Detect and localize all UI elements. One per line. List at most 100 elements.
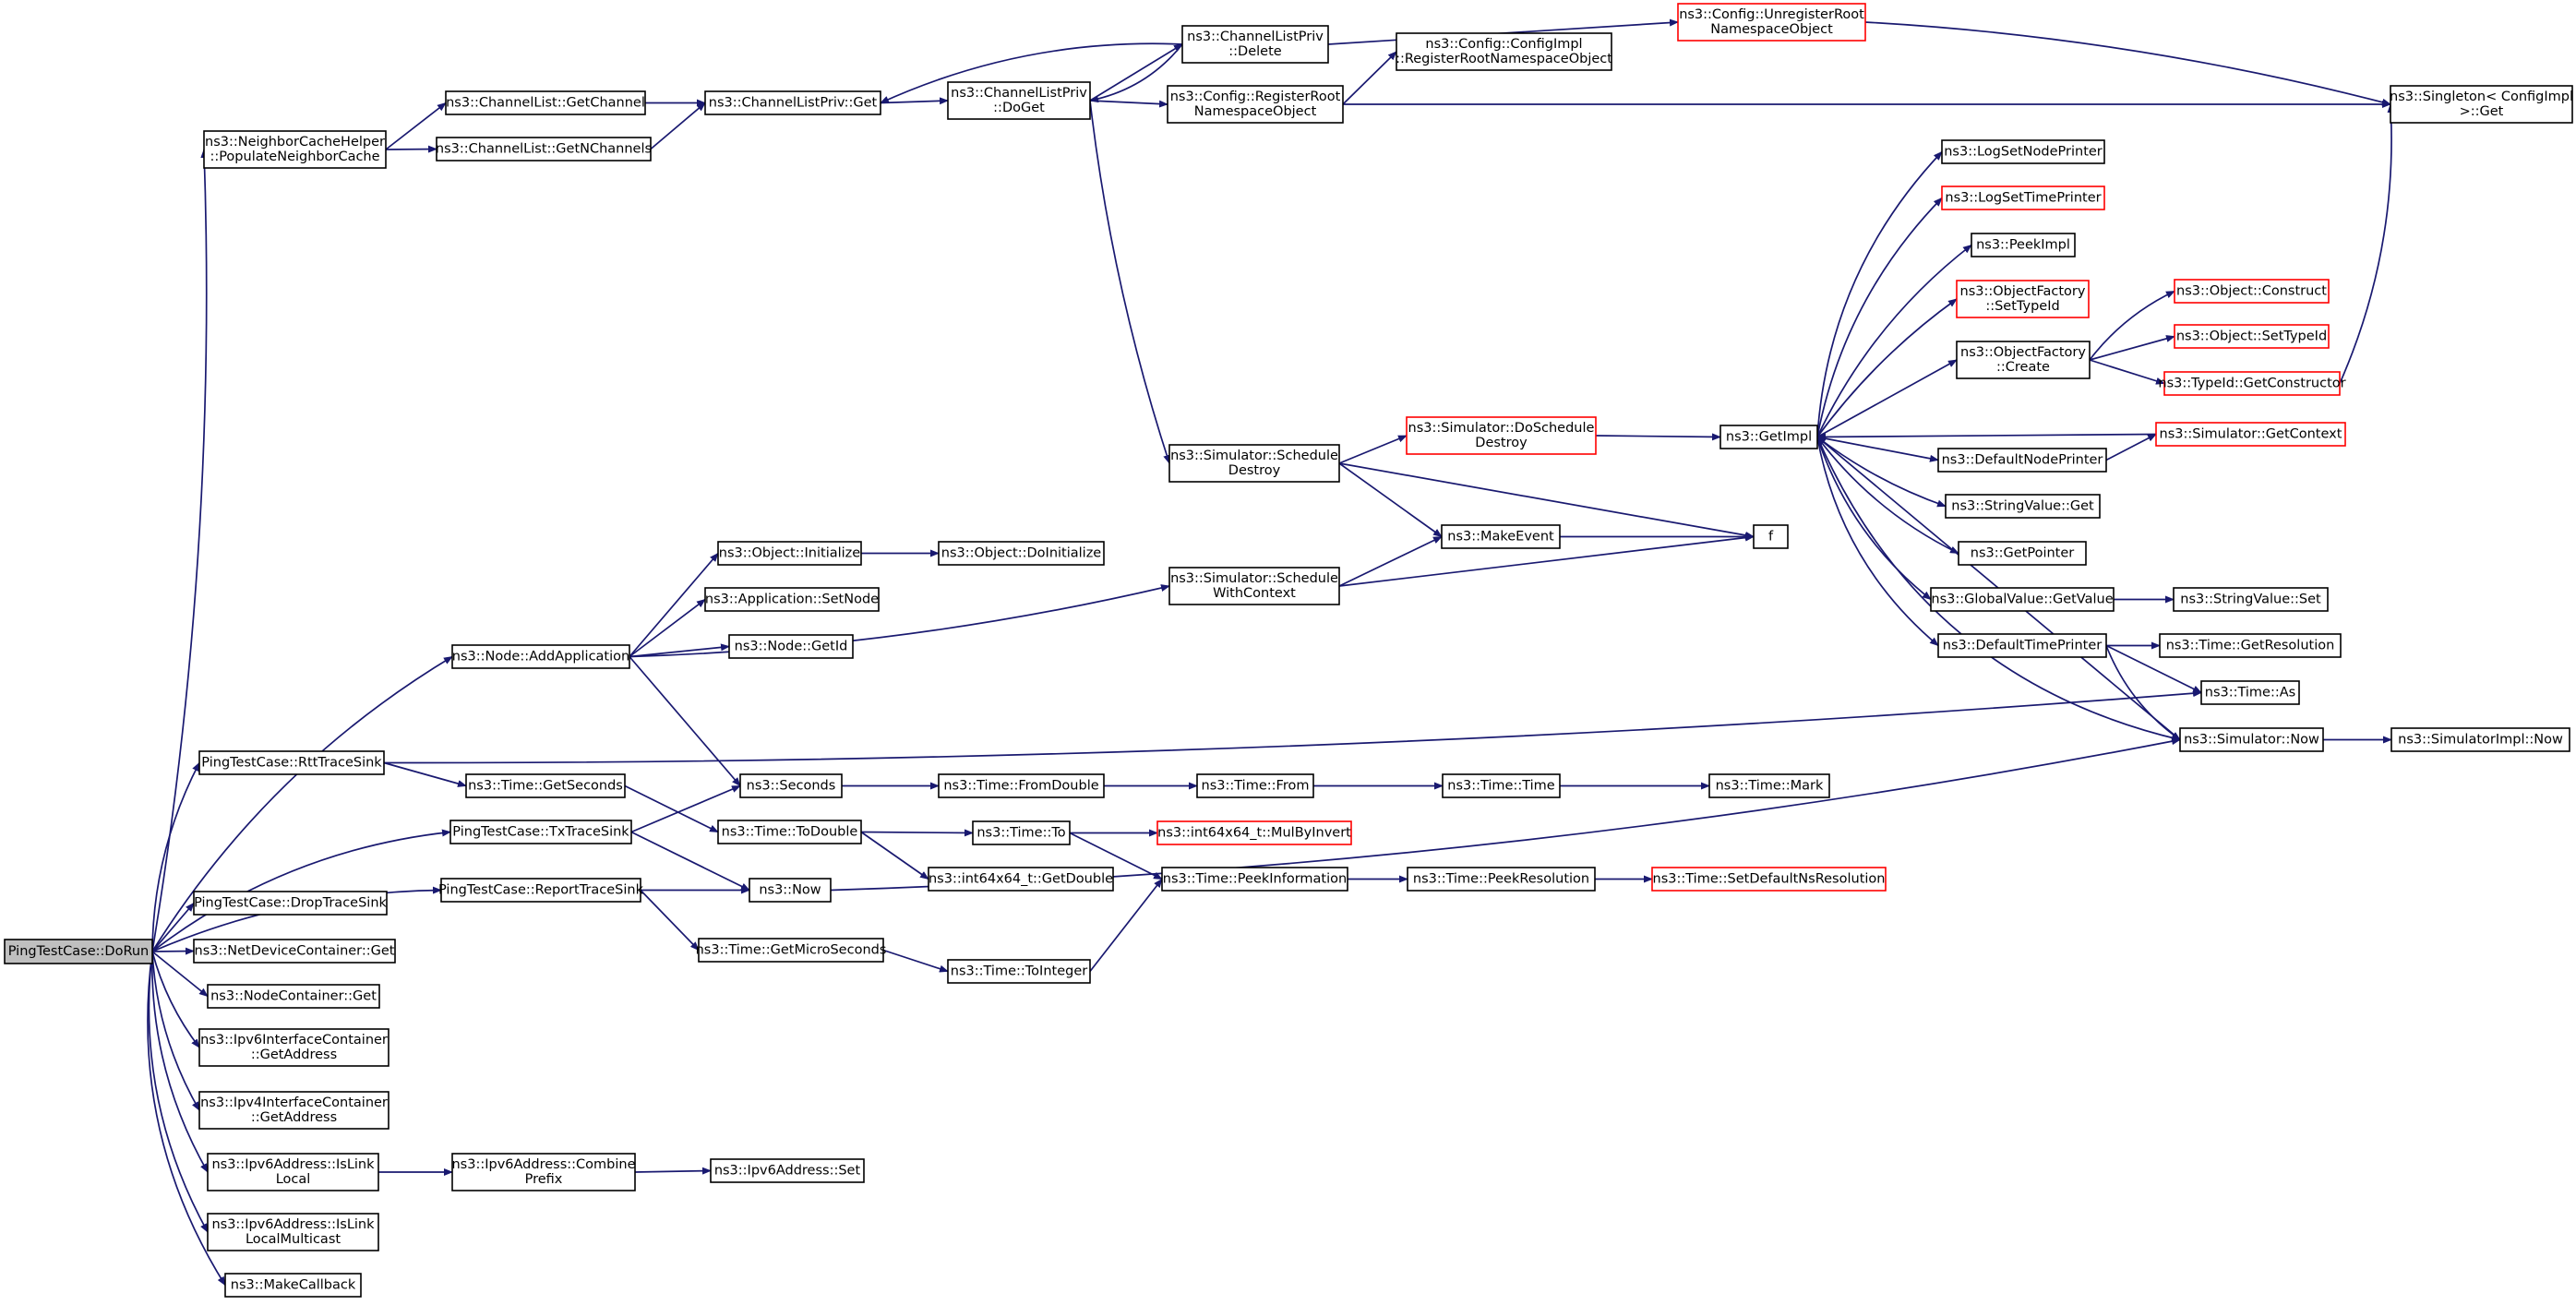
function-node-getDouble[interactable]: ns3::int64x64_t::GetDouble	[928, 867, 1114, 892]
function-node-f[interactable]: f	[1753, 524, 1789, 549]
function-node-ofSetTypeId[interactable]: ns3::ObjectFactory::SetTypeId	[1956, 280, 2090, 318]
function-node-cfgImplRegister[interactable]: ns3::Config::ConfigImpl::RegisterRootNam…	[1396, 32, 1612, 71]
function-node-clGetNChannels[interactable]: ns3::ChannelList::GetNChannels	[436, 137, 652, 162]
function-node-peekInformation[interactable]: ns3::Time::PeekInformation	[1161, 867, 1348, 892]
function-node-logSetTime[interactable]: ns3::LogSetTimePrinter	[1941, 186, 2105, 210]
function-node-makeCallback[interactable]: ns3::MakeCallback	[224, 1273, 362, 1298]
function-node-timeFromDouble[interactable]: ns3::Time::FromDouble	[938, 773, 1105, 798]
function-node-defTimePrinter[interactable]: ns3::DefaultTimePrinter	[1937, 633, 2107, 658]
function-node-label: ns3::ChannelList::GetNChannels	[436, 142, 652, 157]
function-node-peekResolution[interactable]: ns3::Time::PeekResolution	[1407, 867, 1596, 892]
function-node-cfgRegister[interactable]: ns3::Config::RegisterRootNamespaceObject	[1167, 85, 1344, 124]
function-node-objInitialize[interactable]: ns3::Object::Initialize	[717, 541, 862, 566]
function-node-ipv6IfcGetAddr[interactable]: ns3::Ipv6InterfaceContainer::GetAddress	[198, 1028, 389, 1067]
function-node-ndcGet[interactable]: ns3::NetDeviceContainer::Get	[193, 939, 396, 964]
function-node-mulByInvert[interactable]: ns3::int64x64_t::MulByInvert	[1156, 820, 1352, 845]
function-node-simNow[interactable]: ns3::Simulator::Now	[2179, 727, 2324, 752]
function-node-cfgUnregister[interactable]: ns3::Config::UnregisterRootNamespaceObje…	[1677, 3, 1866, 42]
function-node-stringValueSet[interactable]: ns3::StringValue::Set	[2173, 587, 2329, 612]
function-node-populateNC[interactable]: ns3::NeighborCacheHelper::PopulateNeighb…	[203, 130, 387, 169]
call-edge-defNodePrinter-to-simGetContext	[2105, 433, 2157, 461]
function-node-box	[1161, 867, 1348, 892]
function-node-box	[1941, 139, 2105, 164]
function-node-box	[938, 541, 1105, 566]
function-node-timeTo[interactable]: ns3::Time::To	[972, 820, 1071, 845]
function-node-label: ns3::Simulator::Now	[2184, 733, 2319, 748]
call-edge-cfgRegister-to-cfgImplRegister	[1342, 51, 1397, 105]
function-node-timeTime[interactable]: ns3::Time::Time	[1442, 773, 1561, 798]
function-node-box	[1956, 280, 2090, 318]
function-node-peekImpl[interactable]: ns3::PeekImpl	[1971, 233, 2076, 257]
function-node-label: ns3::ChannelList::GetChannel	[446, 96, 645, 111]
function-node-label: WithContext	[1213, 586, 1296, 601]
function-node-box	[193, 891, 388, 916]
function-node-logSetNode[interactable]: ns3::LogSetNodePrinter	[1941, 139, 2105, 164]
function-node-timeFrom[interactable]: ns3::Time::From	[1196, 773, 1314, 798]
call-edge-dorun-to-ipv4IfcGetAddr	[151, 951, 200, 1111]
call-edge-dorun-to-ipv6IfcGetAddr	[151, 951, 200, 1048]
function-node-ipv6Set[interactable]: ns3::Ipv6Address::Set	[710, 1158, 865, 1183]
function-node-timeToDouble[interactable]: ns3::Time::ToDouble	[717, 820, 862, 844]
function-node-objConstruct[interactable]: ns3::Object::Construct	[2174, 279, 2330, 304]
function-node-timeGetResolution[interactable]: ns3::Time::GetResolution	[2159, 633, 2342, 658]
function-node-rttTraceSink[interactable]: PingTestCase::RttTraceSink	[198, 750, 385, 775]
function-node-dorun[interactable]: PingTestCase::DoRun	[4, 939, 153, 964]
function-node-dropTraceSink[interactable]: PingTestCase::DropTraceSink	[193, 891, 388, 916]
call-edge-dorun-to-nodeAddApp	[151, 655, 453, 952]
function-node-label: ns3::Node::AddApplication	[452, 650, 629, 664]
function-node-clpDoGet[interactable]: ns3::ChannelListPriv::DoGet	[947, 81, 1091, 120]
function-node-txTraceSink[interactable]: PingTestCase::TxTraceSink	[449, 820, 632, 844]
function-node-now[interactable]: ns3::Now	[749, 878, 832, 903]
function-node-appSetNode[interactable]: ns3::Application::SetNode	[704, 587, 880, 612]
function-node-objDoInitialize[interactable]: ns3::Object::DoInitialize	[938, 541, 1105, 566]
function-node-clpGet[interactable]: ns3::ChannelListPriv::Get	[704, 90, 881, 115]
function-node-box	[207, 984, 380, 1009]
function-node-objSetTypeId[interactable]: ns3::Object::SetTypeId	[2174, 324, 2330, 349]
function-node-timeMark[interactable]: ns3::Time::Mark	[1708, 773, 1830, 798]
function-node-toInteger[interactable]: ns3::Time::ToInteger	[947, 959, 1091, 984]
function-node-label: ns3::ChannelListPriv	[1187, 30, 1324, 44]
function-node-defNodePrinter[interactable]: ns3::DefaultNodePrinter	[1937, 448, 2107, 473]
function-node-singletonGet[interactable]: ns3::Singleton< ConfigImpl>::Get	[2390, 85, 2573, 124]
function-node-label: ::GetAddress	[251, 1048, 337, 1062]
function-node-box	[2174, 324, 2330, 349]
call-edge-simGetContext-to-getImpl	[1816, 433, 2157, 441]
function-node-label: f	[1768, 530, 1774, 545]
function-node-label: ::RegisterRootNamespaceObject	[1396, 52, 1612, 66]
call-edge-ofCreate-to-objConstruct	[2089, 290, 2175, 361]
call-edge-getImpl-to-defNodePrinter	[1816, 436, 1939, 462]
function-node-getMicroSeconds[interactable]: ns3::Time::GetMicroSeconds	[696, 938, 887, 963]
function-node-getImpl[interactable]: ns3::GetImpl	[1719, 425, 1818, 449]
function-node-ofCreate[interactable]: ns3::ObjectFactory::Create	[1956, 341, 2091, 379]
function-node-clpDelete[interactable]: ns3::ChannelListPriv::Delete	[1181, 25, 1329, 64]
function-node-nodeAddApp[interactable]: ns3::Node::AddApplication	[451, 644, 630, 669]
call-edge-simScheduleDestroy-to-simDoScheduleDestroy	[1338, 435, 1408, 464]
function-node-makeEvent[interactable]: ns3::MakeEvent	[1441, 524, 1561, 549]
function-node-seconds[interactable]: ns3::Seconds	[739, 773, 843, 798]
function-node-timeAs[interactable]: ns3::Time::As	[2200, 680, 2300, 705]
function-node-stringValueGet[interactable]: ns3::StringValue::Get	[1945, 494, 2101, 519]
function-node-label: ns3::Node::GetId	[735, 640, 848, 654]
function-node-setDefaultNs[interactable]: ns3::Time::SetDefaultNsResolution	[1651, 867, 1887, 892]
function-node-label: ns3::Ipv6Address::Combine	[451, 1157, 635, 1172]
function-node-box	[1719, 425, 1818, 449]
function-node-typeIdGetCtor[interactable]: ns3::TypeId::GetConstructor	[2158, 371, 2346, 396]
function-node-ipv4IfcGetAddr[interactable]: ns3::Ipv4InterfaceContainer::GetAddress	[198, 1091, 389, 1130]
function-node-simImplNow[interactable]: ns3::SimulatorImpl::Now	[2390, 727, 2570, 752]
function-node-reportTraceSink[interactable]: PingTestCase::ReportTraceSink	[438, 878, 644, 903]
function-node-ncGet[interactable]: ns3::NodeContainer::Get	[207, 984, 380, 1009]
function-node-nodeGetId[interactable]: ns3::Node::GetId	[728, 634, 854, 659]
call-edge-txTraceSink-to-now	[630, 831, 750, 892]
function-node-getPointer[interactable]: ns3::GetPointer	[1958, 541, 2087, 566]
function-node-gvGetValue[interactable]: ns3::GlobalValue::GetValue	[1930, 587, 2115, 612]
function-node-clGetChannel[interactable]: ns3::ChannelList::GetChannel	[445, 90, 646, 115]
function-node-timeGetSeconds[interactable]: ns3::Time::GetSeconds	[465, 773, 626, 798]
call-edge-dorun-to-makeCallback	[147, 951, 226, 1287]
function-node-simGetContext[interactable]: ns3::Simulator::GetContext	[2155, 422, 2346, 447]
